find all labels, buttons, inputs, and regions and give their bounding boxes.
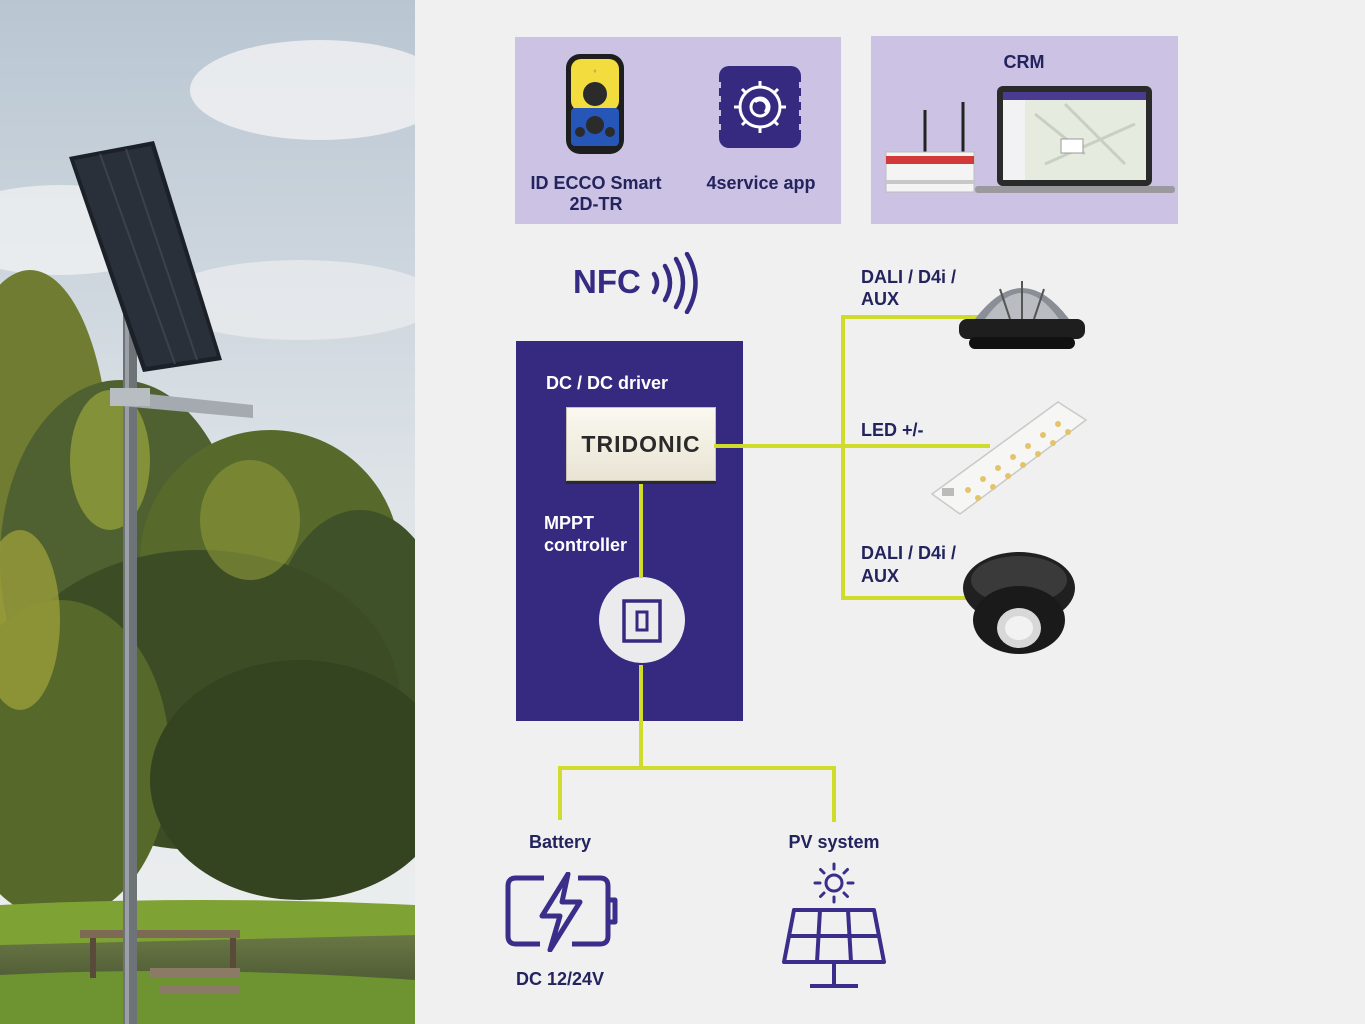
output-2-label: LED +/- <box>861 420 924 441</box>
4service-app-icon <box>715 64 805 150</box>
battery-charging-icon <box>504 872 620 952</box>
solar-panel-icon <box>780 906 888 992</box>
led-module-icon <box>928 398 1090 518</box>
output-1-label-line2: AUX <box>861 289 899 310</box>
id-ecco-smart-device-icon: ◦ <box>564 52 626 158</box>
output-3-label-line2: AUX <box>861 566 899 587</box>
4service-app-label: 4service app <box>690 173 832 194</box>
driver-title: DC / DC driver <box>546 373 668 394</box>
id-ecco-label-line2: 2D-TR <box>520 194 672 215</box>
output-3-label-line1: DALI / D4i / <box>861 543 956 564</box>
solar-streetlight-photo <box>0 0 415 1024</box>
mppt-controller-icon <box>599 577 685 663</box>
dome-sensor-icon <box>955 275 1089 355</box>
nfc-wave-icon <box>648 252 702 314</box>
battery-label: Battery <box>500 832 620 853</box>
sun-icon <box>813 862 855 904</box>
crm-laptop-icon <box>975 84 1175 196</box>
presence-sensor-icon <box>960 550 1078 656</box>
svg-text:◦: ◦ <box>593 67 598 76</box>
gateway-router-icon <box>883 100 978 196</box>
mppt-label-line1: MPPT <box>544 513 594 534</box>
crm-title: CRM <box>974 52 1074 73</box>
pv-system-label: PV system <box>770 832 898 853</box>
mppt-label-line2: controller <box>544 535 627 556</box>
id-ecco-label-line1: ID ECCO Smart <box>520 173 672 194</box>
tridonic-driver-device: TRIDONIC <box>566 407 716 481</box>
output-1-label-line1: DALI / D4i / <box>861 267 956 288</box>
nfc-label: NFC <box>573 263 641 301</box>
battery-voltage-label: DC 12/24V <box>495 969 625 990</box>
